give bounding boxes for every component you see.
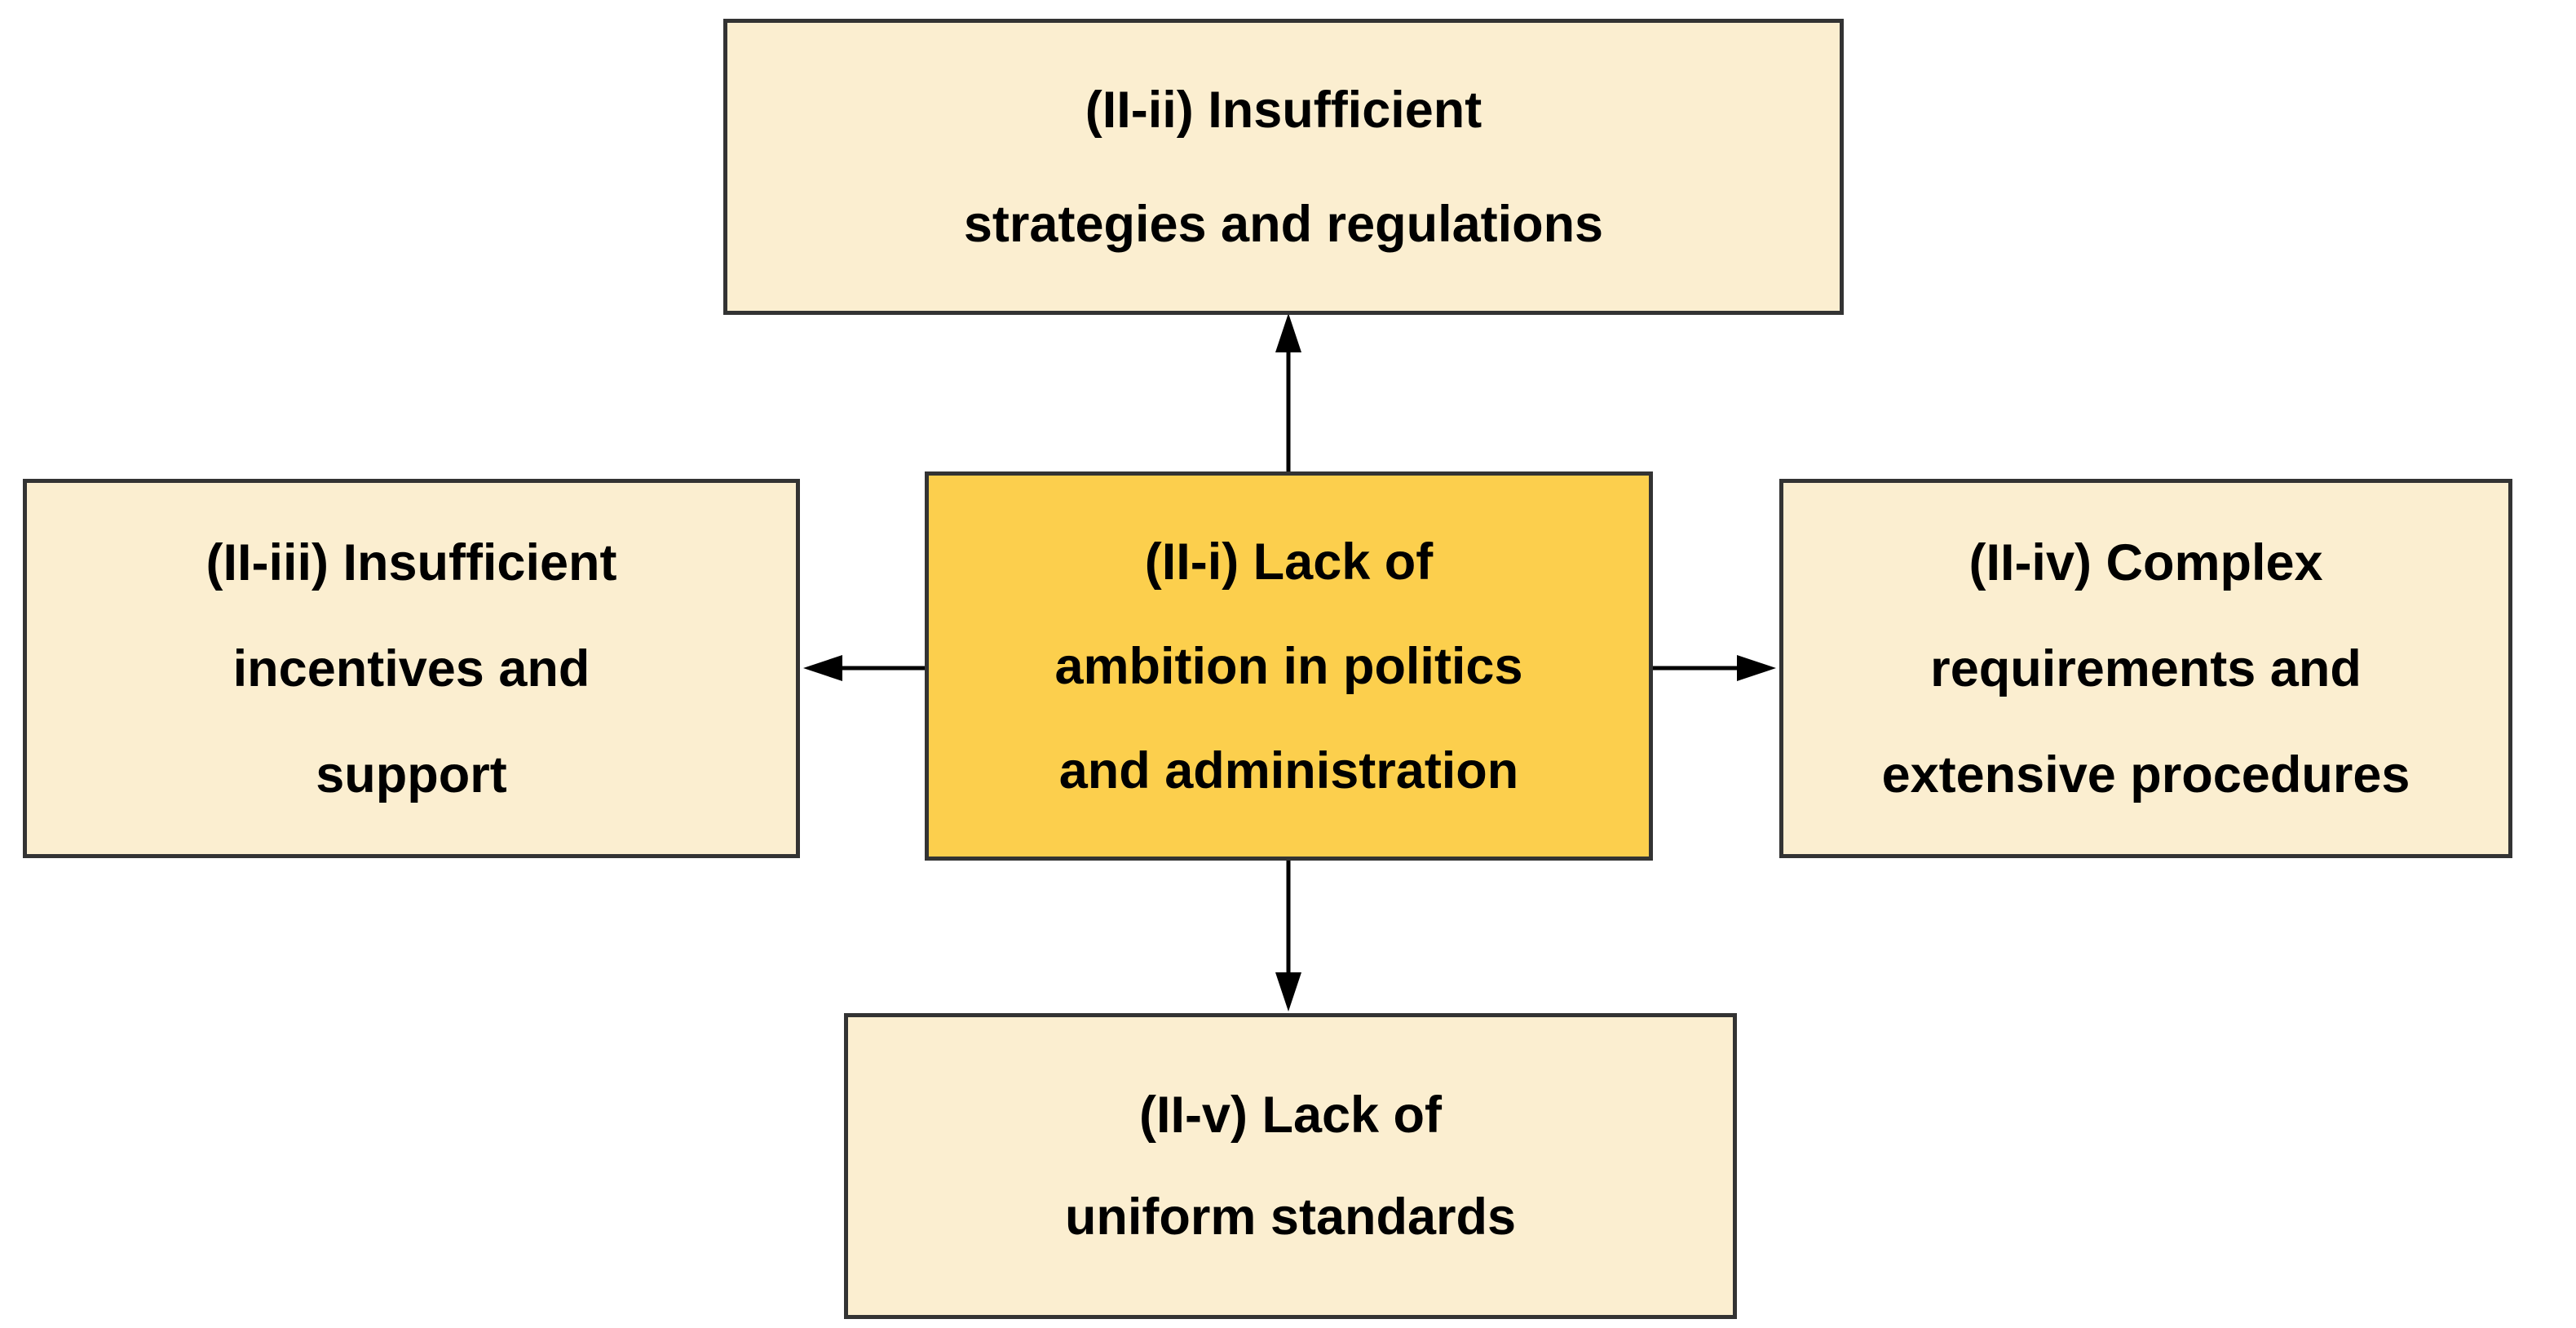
node-II-v-line-2: uniform standards bbox=[1064, 1188, 1517, 1246]
node-II-iv-line-1: (II-iv) Complex bbox=[1968, 533, 2323, 591]
arrow-down-head-icon bbox=[1275, 972, 1301, 1011]
node-II-ii: (II-ii) Insufficient strategies and regu… bbox=[723, 19, 1844, 315]
node-II-i-line-1: (II-i) Lack of bbox=[1144, 533, 1434, 591]
node-II-iv-line-3: extensive procedures bbox=[1881, 746, 2410, 803]
node-II-i-line-3: and administration bbox=[1058, 741, 1519, 799]
arrow-up bbox=[1275, 313, 1301, 471]
node-II-iii-line-2: incentives and bbox=[232, 640, 590, 697]
node-II-iv-line-2: requirements and bbox=[1930, 640, 2362, 697]
arrow-right bbox=[1653, 655, 1776, 681]
arrow-left bbox=[803, 655, 925, 681]
node-II-iv: (II-iv) Complex requirements and extensi… bbox=[1779, 479, 2512, 858]
node-II-iii: (II-iii) Insufficient incentives and sup… bbox=[23, 479, 800, 858]
node-II-iii-line-1: (II-iii) Insufficient bbox=[205, 533, 617, 591]
node-II-v: (II-v) Lack of uniform standards bbox=[844, 1013, 1737, 1319]
node-II-v-line-1: (II-v) Lack of bbox=[1138, 1086, 1443, 1144]
node-II-iii-line-3: support bbox=[316, 746, 507, 803]
node-II-i: (II-i) Lack of ambition in politics and … bbox=[925, 471, 1653, 861]
arrow-left-head-icon bbox=[803, 655, 842, 681]
arrow-up-head-icon bbox=[1275, 313, 1301, 352]
node-II-ii-line-2: strategies and regulations bbox=[963, 195, 1604, 253]
arrow-right-head-icon bbox=[1737, 655, 1776, 681]
node-II-i-line-2: ambition in politics bbox=[1054, 637, 1523, 695]
node-II-ii-line-1: (II-ii) Insufficient bbox=[1085, 81, 1482, 139]
arrow-down bbox=[1275, 861, 1301, 1011]
